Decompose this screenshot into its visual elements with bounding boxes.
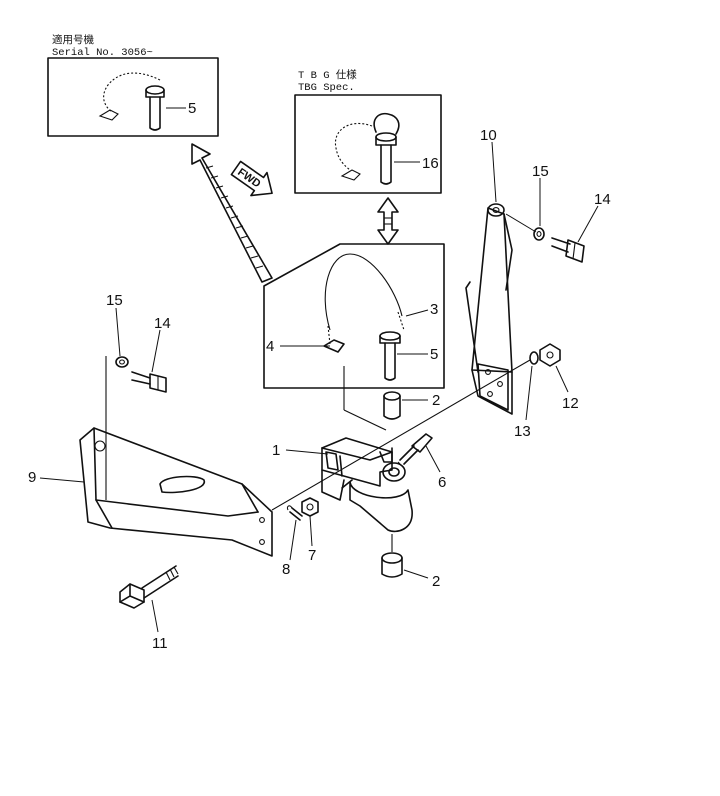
bolt-part-11: [119, 565, 179, 609]
inner-detail-frame: [263, 243, 445, 389]
detail-serial-caption-jp: 適用号機: [52, 33, 94, 47]
clip-part-4: [323, 339, 345, 353]
leader-c8: [289, 519, 297, 561]
callout-3: 3: [430, 301, 438, 318]
detail-serial: 適用号機 Serial No. 3056~: [47, 33, 219, 137]
callout-7: 7: [308, 547, 316, 564]
pin-part-5: [145, 85, 165, 131]
leader-c10: [491, 141, 497, 203]
washer-part-15-left: [115, 356, 129, 368]
callout-15-left: 15: [106, 292, 123, 309]
callout-11: 11: [152, 635, 168, 652]
callout-13: 13: [514, 423, 531, 440]
leader-c1: [285, 449, 329, 455]
chain-part-3: [324, 253, 403, 331]
leader-c13: [525, 365, 533, 421]
leader-c12: [555, 365, 569, 393]
callout-5-serial: 5: [188, 100, 196, 117]
ring-pin-part-16: [373, 112, 400, 185]
detail-serial-caption-en: Serial No. 3056~: [52, 47, 153, 59]
detail-tbg: T B G 仕様 TBG Spec.: [294, 68, 442, 194]
callout-labels: 5 16 10 15 14 3 4 5 2 15 14 1 6 9 12 13 …: [28, 100, 611, 652]
tbg-chain-clip: [340, 169, 361, 181]
nut-part-12: [539, 343, 561, 367]
callout-6: 6: [438, 474, 446, 491]
bracket-part-9: [39, 356, 273, 557]
leader-c6: [425, 445, 441, 473]
callout-5-inner: 5: [430, 346, 438, 363]
nut-part-7: [301, 497, 319, 517]
detail-serial-frame: [47, 57, 219, 137]
link-lever-washer: [505, 213, 537, 233]
washer-part-13: [529, 351, 539, 365]
callout-15-right: 15: [532, 163, 549, 180]
leader-c3: [405, 309, 429, 317]
callout-14-right: 14: [594, 191, 611, 208]
leader-c11: [151, 599, 159, 633]
leader-c9: [39, 477, 85, 483]
inner-detail: [263, 243, 445, 389]
hitch-block-part-1: [321, 437, 413, 533]
leader-c15l: [115, 307, 121, 357]
tbg-pin-chain: [334, 122, 373, 171]
bolt-part-14-right: [551, 237, 585, 263]
pin-chain: [103, 72, 161, 113]
leader-c2b: [403, 569, 429, 579]
bolt-part-14-left: [131, 371, 167, 393]
washer-part-15-right: [533, 227, 545, 241]
detail-tbg-caption-jp: T B G 仕様: [298, 68, 357, 82]
callout-12: 12: [562, 395, 579, 412]
fwd-direction-marker: FWD: [230, 160, 273, 197]
detail-tbg-caption-en: TBG Spec.: [298, 82, 355, 94]
interchange-arrow: [377, 197, 399, 245]
lever-part-10: [465, 141, 513, 415]
leader-c14l: [151, 329, 161, 373]
callout-8: 8: [282, 561, 290, 578]
bushing-part-2-lower: [381, 552, 403, 578]
callout-16: 16: [422, 155, 439, 172]
detail-tbg-frame: [294, 94, 442, 194]
callout-2-lower: 2: [432, 573, 440, 590]
callout-1: 1: [272, 442, 280, 459]
leader-c14r: [577, 205, 599, 243]
detail-pointer-arrow: [191, 143, 273, 283]
callout-14-left: 14: [154, 315, 171, 332]
bolt-axis-line: [271, 359, 531, 511]
callout-2-upper: 2: [432, 392, 440, 409]
pin-part-5-inner: [379, 331, 401, 381]
split-pin-part-8: [286, 505, 303, 521]
callout-10: 10: [480, 127, 497, 144]
chain-clip: [98, 109, 119, 121]
callout-4: 4: [266, 338, 274, 355]
bolt-part-6: [397, 433, 433, 469]
callout-9: 9: [28, 469, 36, 486]
bushing-part-2-upper: [383, 391, 401, 420]
leader-c7: [309, 515, 313, 547]
